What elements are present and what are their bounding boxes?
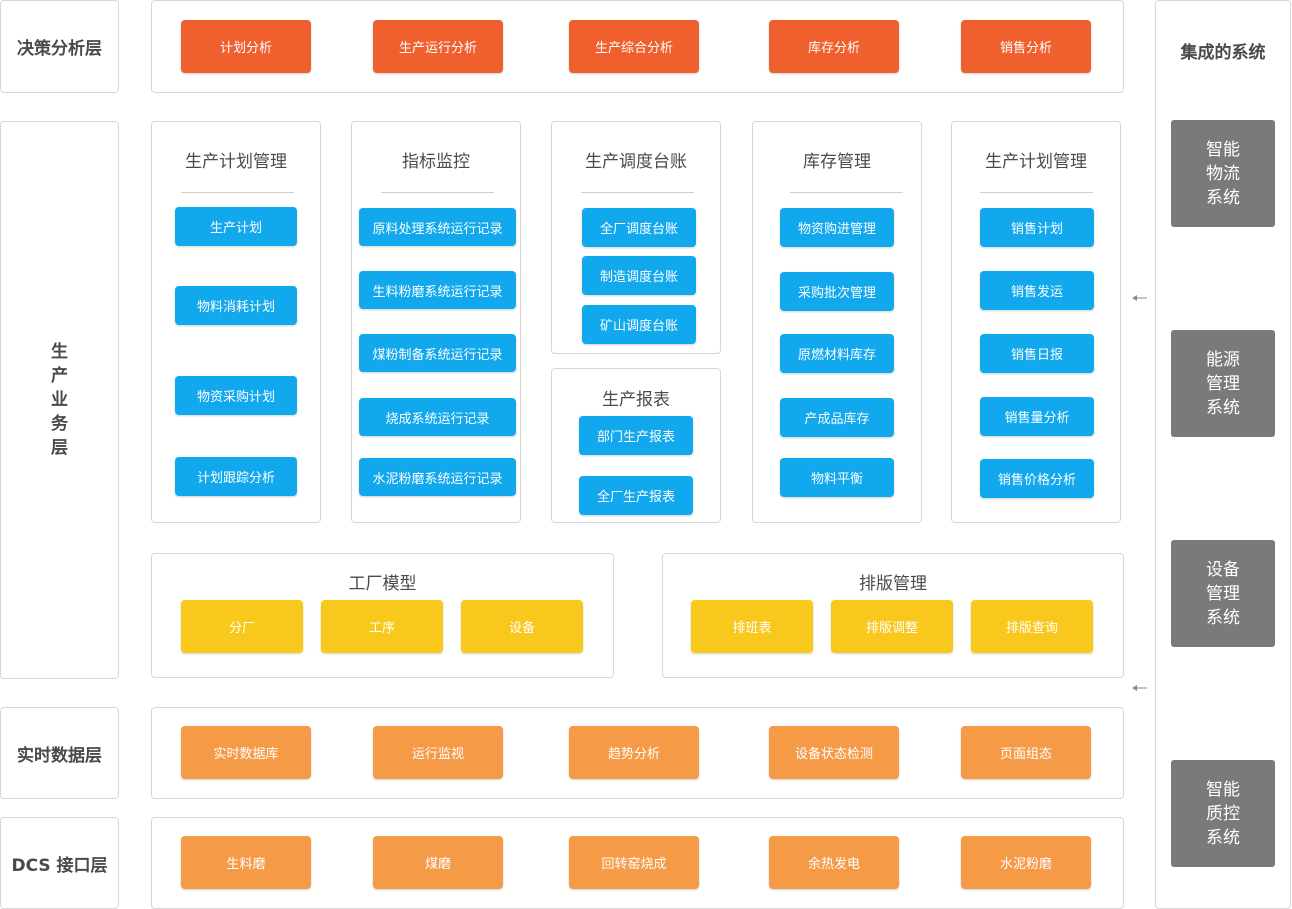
dispatch-item-button[interactable]: 制造调度台账 bbox=[582, 256, 696, 295]
system-box-line: 能源 bbox=[1206, 349, 1240, 370]
sales-item-button[interactable]: 销售量分析 bbox=[980, 397, 1094, 436]
system-box-quality[interactable]: 智能 质控 系统 bbox=[1171, 760, 1275, 867]
system-box-line: 系统 bbox=[1206, 397, 1240, 418]
layer-label-dcs: DCS 接口层 bbox=[0, 817, 119, 909]
realtime-item-button[interactable]: 页面组态 bbox=[961, 726, 1091, 779]
schedule-item-button[interactable]: 排班表 bbox=[691, 600, 813, 653]
system-box-line: 系统 bbox=[1206, 607, 1240, 628]
system-box-line: 管理 bbox=[1206, 373, 1240, 394]
card-title: 生产计划管理 bbox=[985, 152, 1087, 172]
sales-item-button[interactable]: 销售价格分析 bbox=[980, 459, 1094, 498]
factory-item-button[interactable]: 工序 bbox=[321, 600, 443, 653]
factory-item-button[interactable]: 设备 bbox=[461, 600, 583, 653]
card-sales-management bbox=[951, 121, 1121, 523]
layer-label-business-char: 层 bbox=[51, 438, 68, 458]
layer-label-dcs-text: DCS 接口层 bbox=[11, 855, 108, 876]
realtime-item-button[interactable]: 运行监视 bbox=[373, 726, 503, 779]
arrow-left-icon bbox=[1132, 295, 1147, 301]
realtime-item-button[interactable]: 趋势分析 bbox=[569, 726, 699, 779]
index-item-button[interactable]: 煤粉制备系统运行记录 bbox=[359, 334, 516, 372]
integrated-systems-title-text: 集成的系统 bbox=[1180, 42, 1266, 63]
dcs-item-button[interactable]: 煤磨 bbox=[373, 836, 503, 889]
schedule-item-button[interactable]: 排版查询 bbox=[971, 600, 1093, 653]
index-item-button[interactable]: 原料处理系统运行记录 bbox=[359, 208, 516, 246]
arrow-left-icon bbox=[1132, 685, 1147, 691]
system-box-line: 物流 bbox=[1206, 163, 1240, 184]
stock-item-button[interactable]: 物资购进管理 bbox=[780, 208, 894, 247]
decision-item-plan-analysis[interactable]: 计划分析 bbox=[181, 20, 311, 73]
dcs-item-button[interactable]: 水泥粉磨 bbox=[961, 836, 1091, 889]
card-title: 库存管理 bbox=[803, 152, 871, 172]
stock-item-button[interactable]: 原燃材料库存 bbox=[780, 334, 894, 373]
divider bbox=[980, 192, 1093, 193]
report-item-button[interactable]: 全厂生产报表 bbox=[579, 476, 693, 515]
system-box-equipment[interactable]: 设备 管理 系统 bbox=[1171, 540, 1275, 647]
realtime-item-button[interactable]: 实时数据库 bbox=[181, 726, 311, 779]
layer-label-business-char: 业 bbox=[51, 390, 68, 410]
decision-item-production-operation-analysis[interactable]: 生产运行分析 bbox=[373, 20, 503, 73]
card-title: 生产调度台账 bbox=[585, 152, 687, 172]
index-item-button[interactable]: 水泥粉磨系统运行记录 bbox=[359, 458, 516, 496]
plan-item-button[interactable]: 生产计划 bbox=[175, 207, 297, 246]
layer-label-business-char: 产 bbox=[51, 366, 68, 386]
system-box-line: 管理 bbox=[1206, 583, 1240, 604]
dispatch-item-button[interactable]: 全厂调度台账 bbox=[582, 208, 696, 247]
system-box-energy[interactable]: 能源 管理 系统 bbox=[1171, 330, 1275, 437]
layer-label-business-char: 生 bbox=[51, 342, 68, 362]
dcs-item-button[interactable]: 回转窑烧成 bbox=[569, 836, 699, 889]
divider bbox=[181, 192, 294, 193]
dcs-item-button[interactable]: 余热发电 bbox=[769, 836, 899, 889]
system-box-line: 系统 bbox=[1206, 187, 1240, 208]
dcs-item-button[interactable]: 生料磨 bbox=[181, 836, 311, 889]
index-item-button[interactable]: 烧成系统运行记录 bbox=[359, 398, 516, 436]
layer-label-realtime-text: 实时数据层 bbox=[17, 745, 102, 766]
divider bbox=[381, 192, 494, 193]
card-title: 生产报表 bbox=[602, 390, 670, 410]
system-box-line: 系统 bbox=[1206, 827, 1240, 848]
card-index-monitoring bbox=[351, 121, 521, 523]
layer-label-decision: 决策分析层 bbox=[0, 0, 119, 93]
plan-item-button[interactable]: 物资采购计划 bbox=[175, 376, 297, 415]
decision-item-inventory-analysis[interactable]: 库存分析 bbox=[769, 20, 899, 73]
card-title: 工厂模型 bbox=[348, 574, 417, 594]
plan-item-button[interactable]: 计划跟踪分析 bbox=[175, 457, 297, 496]
sales-item-button[interactable]: 销售计划 bbox=[980, 208, 1094, 247]
card-title: 指标监控 bbox=[402, 152, 470, 172]
schedule-item-button[interactable]: 排版调整 bbox=[831, 600, 953, 653]
system-box-line: 质控 bbox=[1206, 803, 1240, 824]
divider bbox=[790, 192, 903, 193]
system-box-line: 智能 bbox=[1206, 139, 1240, 160]
system-box-line: 设备 bbox=[1206, 559, 1240, 580]
decision-item-sales-analysis[interactable]: 销售分析 bbox=[961, 20, 1091, 73]
factory-item-button[interactable]: 分厂 bbox=[181, 600, 303, 653]
layer-label-business-char: 务 bbox=[51, 414, 68, 434]
report-item-button[interactable]: 部门生产报表 bbox=[579, 416, 693, 455]
card-title: 生产计划管理 bbox=[185, 152, 287, 172]
plan-item-button[interactable]: 物料消耗计划 bbox=[175, 286, 297, 325]
layer-label-decision-text: 决策分析层 bbox=[17, 39, 102, 59]
stock-item-button[interactable]: 采购批次管理 bbox=[780, 272, 894, 311]
decision-item-production-comprehensive-analysis[interactable]: 生产综合分析 bbox=[569, 20, 699, 73]
system-box-line: 智能 bbox=[1206, 779, 1240, 800]
system-box-logistics[interactable]: 智能 物流 系统 bbox=[1171, 120, 1275, 227]
sales-item-button[interactable]: 销售发运 bbox=[980, 271, 1094, 310]
sales-item-button[interactable]: 销售日报 bbox=[980, 334, 1094, 373]
card-title: 排版管理 bbox=[859, 574, 927, 594]
layer-label-business: 生 产 业 务 层 bbox=[0, 121, 119, 679]
dispatch-item-button[interactable]: 矿山调度台账 bbox=[582, 305, 696, 344]
card-inventory-management bbox=[752, 121, 922, 523]
integrated-systems-title: 集成的系统 bbox=[1155, 36, 1291, 64]
stock-item-button[interactable]: 物料平衡 bbox=[780, 458, 894, 497]
realtime-item-button[interactable]: 设备状态检测 bbox=[769, 726, 899, 779]
layer-label-realtime: 实时数据层 bbox=[0, 707, 119, 799]
index-item-button[interactable]: 生料粉磨系统运行记录 bbox=[359, 271, 516, 309]
stock-item-button[interactable]: 产成品库存 bbox=[780, 398, 894, 437]
divider bbox=[581, 192, 694, 193]
